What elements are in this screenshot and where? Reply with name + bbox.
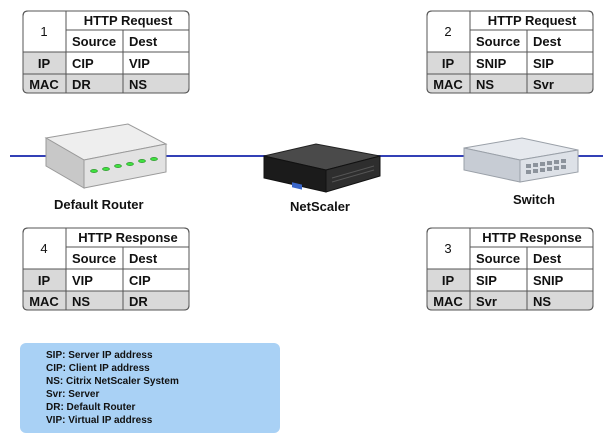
mac-source: NS: [72, 293, 91, 309]
row-label-ip: IP: [37, 55, 51, 71]
packet-table-frame: [426, 227, 594, 311]
legend-item: SIP: Server IP address: [46, 350, 153, 361]
mac-source: Svr: [476, 293, 497, 309]
mac-dest: NS: [129, 76, 148, 92]
netscaler-label: NetScaler: [290, 199, 350, 214]
ip-dest: CIP: [129, 272, 151, 288]
packet-table-frame: [22, 227, 190, 311]
col-dest-header: Dest: [129, 33, 158, 49]
row-label-mac: MAC: [29, 293, 59, 309]
row-label-ip: IP: [37, 272, 51, 288]
netscaler-device: [263, 143, 381, 193]
col-dest-header: Dest: [129, 250, 158, 266]
packet-title: HTTP Response: [78, 229, 178, 245]
packet-table-frame: [22, 10, 190, 94]
ip-source: SNIP: [476, 55, 507, 71]
router-device: [44, 123, 168, 189]
ip-dest: SIP: [533, 55, 554, 71]
legend-item: Svr: Server: [46, 389, 100, 400]
legend-list: SIP: Server IP address CIP: Client IP ad…: [46, 349, 179, 427]
ip-source: VIP: [72, 272, 93, 288]
switch-device: [463, 137, 579, 183]
col-source-header: Source: [476, 33, 521, 49]
ip-dest: VIP: [129, 55, 150, 71]
packet-table-3: 3 HTTP Response Source Dest IP SIP SNIP …: [426, 227, 594, 311]
col-source-header: Source: [72, 33, 117, 49]
col-source-header: Source: [72, 250, 117, 266]
packet-table-2: 2 HTTP Request Source Dest IP SNIP SIP M…: [426, 10, 594, 94]
row-label-ip: IP: [441, 55, 455, 71]
packet-title: HTTP Response: [482, 229, 582, 245]
packet-number: 2: [444, 23, 452, 39]
packet-title: HTTP Request: [83, 12, 173, 28]
row-label-mac: MAC: [433, 76, 463, 92]
ip-source: CIP: [72, 55, 94, 71]
packet-table-1: 1 HTTP Request Source Dest IP CIP VIP MA…: [22, 10, 190, 94]
row-label-mac: MAC: [29, 76, 59, 92]
packet-number: 1: [40, 23, 48, 39]
router-label: Default Router: [54, 197, 144, 212]
col-source-header: Source: [476, 250, 521, 266]
packet-table-4: 4 HTTP Response Source Dest IP VIP CIP M…: [22, 227, 190, 311]
switch-label: Switch: [513, 192, 555, 207]
mac-source: NS: [476, 76, 495, 92]
switch-ports: [526, 159, 566, 174]
legend-item: DR: Default Router: [46, 402, 136, 413]
legend-item: NS: Citrix NetScaler System: [46, 376, 179, 387]
ip-dest: SNIP: [533, 272, 564, 288]
row-label-ip: IP: [441, 272, 455, 288]
led-indicators: [90, 157, 158, 173]
ip-source: SIP: [476, 272, 497, 288]
legend-box: SIP: Server IP address CIP: Client IP ad…: [20, 343, 280, 433]
legend-item: VIP: Virtual IP address: [46, 415, 153, 426]
packet-number: 3: [444, 240, 452, 256]
mac-dest: NS: [533, 293, 552, 309]
legend-item: CIP: Client IP address: [46, 363, 150, 374]
col-dest-header: Dest: [533, 250, 562, 266]
col-dest-header: Dest: [533, 33, 562, 49]
packet-title: HTTP Request: [487, 12, 577, 28]
netscaler-display: [292, 182, 302, 190]
packet-number: 4: [40, 240, 48, 256]
mac-dest: DR: [129, 293, 148, 309]
mac-dest: Svr: [533, 76, 554, 92]
packet-table-frame: [426, 10, 594, 94]
mac-source: DR: [72, 76, 91, 92]
row-label-mac: MAC: [433, 293, 463, 309]
